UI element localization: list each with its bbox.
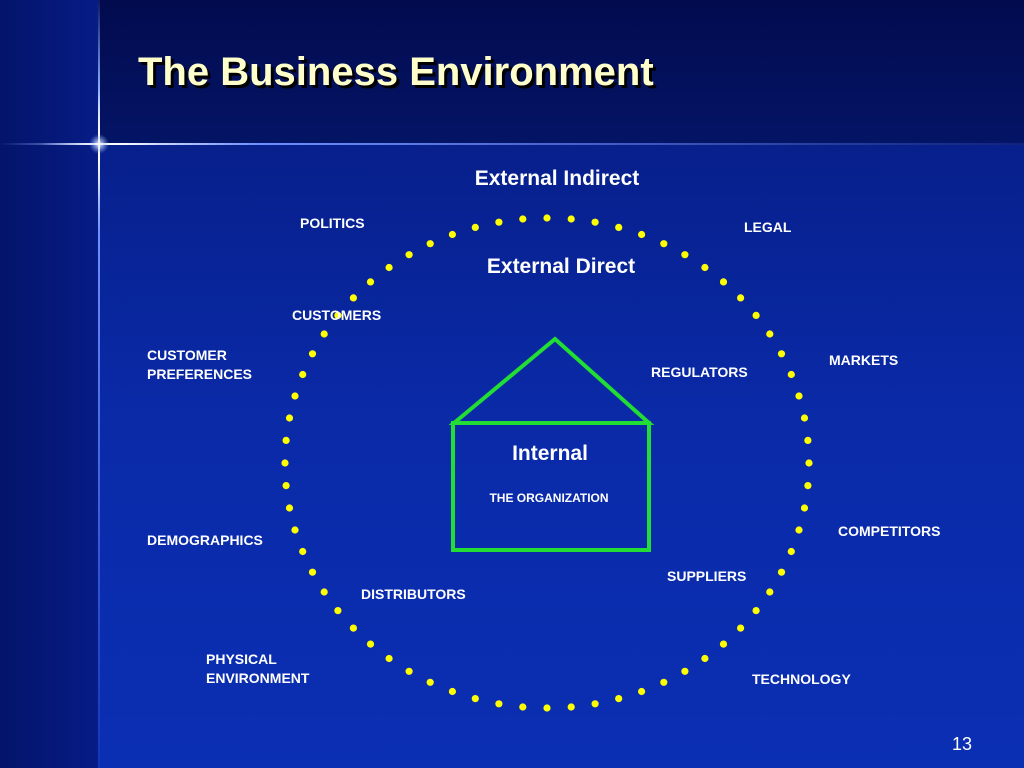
label-technology: TECHNOLOGY (752, 671, 851, 687)
ring-dot (471, 223, 479, 231)
title-band (0, 0, 1024, 145)
ring-dot (638, 230, 646, 239)
ring-dot (308, 350, 317, 358)
label-legal: LEGAL (744, 219, 792, 235)
label-competitors: COMPETITORS (838, 523, 941, 539)
ring-dot (366, 278, 375, 286)
house-body (451, 421, 651, 552)
left-band (0, 0, 98, 768)
ring-dot (320, 330, 328, 338)
organization-label: THE ORGANIZATION (489, 491, 609, 505)
external-direct-heading: External Direct (486, 255, 636, 278)
ring-dot (349, 624, 357, 632)
label-customer-preferences: CUSTOMER PREFERENCES (147, 347, 253, 382)
ring-dot (308, 568, 317, 576)
slide-number: 13 (951, 734, 972, 754)
ring-dot (281, 459, 289, 467)
ring-dot (567, 703, 575, 711)
ring-dot (719, 640, 728, 648)
label-politics: POLITICS (300, 215, 365, 231)
label-regulators: REGULATORS (651, 364, 748, 380)
ring-dot (426, 240, 434, 248)
ring-dot (291, 392, 299, 400)
ring-dot (405, 251, 413, 259)
ring-dot (448, 687, 456, 696)
ring-dot (737, 624, 745, 632)
ring-dot (766, 588, 774, 596)
ring-dot (795, 392, 803, 400)
ring-dot (681, 251, 689, 259)
ring-dot (349, 294, 357, 302)
ring-dot (752, 607, 760, 615)
ring-dot (385, 263, 393, 272)
label-demographics: DEMOGRAPHICS (147, 532, 263, 548)
ring-dot (448, 230, 456, 239)
ring-dot (800, 504, 809, 512)
house-roof (448, 336, 655, 425)
ring-dot (638, 687, 646, 696)
ring-dot (285, 504, 294, 512)
ring-dot (320, 588, 328, 596)
ring-dot (795, 526, 803, 534)
ring-dot (615, 695, 623, 703)
ring-dot (405, 667, 413, 675)
sparkle-star-icon (89, 134, 109, 154)
ring-dot (543, 214, 551, 222)
ring-dot (800, 414, 809, 422)
ring-dot (471, 695, 479, 703)
label-customers: CUSTOMERS (292, 307, 382, 323)
ring-dot (519, 215, 527, 223)
ring-dot (299, 370, 307, 379)
external-indirect-heading: External Indirect (474, 167, 640, 190)
internal-heading: Internal (512, 442, 588, 465)
dotted-ring (281, 214, 813, 712)
ring-dot (766, 330, 774, 338)
ring-dot (591, 218, 599, 226)
ring-dot (737, 294, 745, 302)
ring-dot (787, 547, 795, 556)
ring-dot (719, 278, 728, 286)
ring-dot (615, 223, 623, 231)
ring-dot (495, 218, 503, 226)
ring-dot (787, 370, 795, 379)
ring-dot (591, 700, 599, 708)
ring-dot (282, 436, 290, 444)
label-suppliers: SUPPLIERS (667, 568, 747, 584)
ring-dot (681, 667, 689, 675)
ring-dot (495, 700, 503, 708)
ring-dot (804, 436, 812, 444)
ring-dot (543, 704, 551, 712)
ring-dot (805, 459, 813, 467)
ring-dot (366, 640, 375, 648)
ring-dot (299, 547, 307, 556)
label-distributors: DISTRIBUTORS (361, 586, 466, 602)
ring-dot (777, 568, 786, 576)
ring-dot (334, 311, 342, 319)
ring-dot (660, 678, 668, 686)
ring-dot (285, 414, 294, 422)
slide-title: The Business Environment (138, 50, 654, 94)
ring-dot (426, 678, 434, 686)
label-physical-environment: PHYSICAL ENVIRONMENT (206, 651, 310, 686)
ring-dot (291, 526, 299, 534)
ring-dot (752, 311, 760, 319)
vertical-accent-line (98, 0, 100, 768)
ring-dot (334, 607, 342, 615)
ring-dot (282, 482, 290, 490)
ring-dot (660, 240, 668, 248)
ring-dot (777, 350, 786, 358)
label-markets: MARKETS (829, 352, 899, 368)
ring-dot (701, 654, 709, 663)
ring-dot (701, 263, 709, 272)
horizontal-accent-line (0, 143, 1024, 145)
ring-dot (567, 215, 575, 223)
ring-dot (519, 703, 527, 711)
ring-dot (385, 654, 393, 663)
ring-dot (804, 482, 812, 490)
